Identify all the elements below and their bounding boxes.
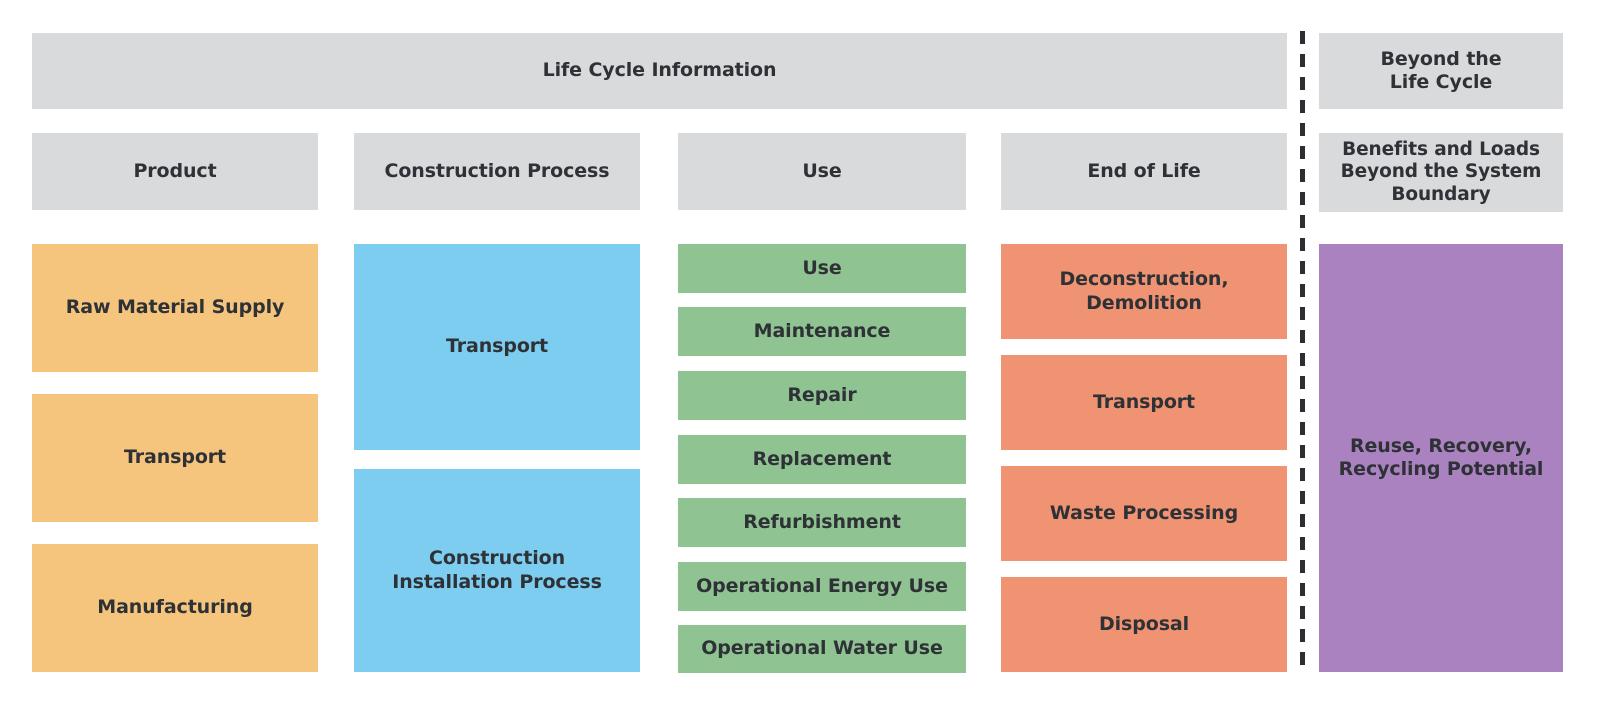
header-life-cycle-information: Life Cycle Information: [32, 33, 1287, 109]
stage-construction-transport: Transport: [354, 244, 640, 450]
stage-deconstruction-demolition: Deconstruction, Demolition: [1001, 244, 1287, 339]
stage-repair: Repair: [678, 371, 966, 420]
stage-raw-material-supply: Raw Material Supply: [32, 244, 318, 372]
stage-operational-energy-use: Operational Energy Use: [678, 562, 966, 611]
stage-waste-processing: Waste Processing: [1001, 466, 1287, 561]
stage-operational-water-use: Operational Water Use: [678, 625, 966, 673]
column-header-end-of-life: End of Life: [1001, 133, 1287, 210]
stage-disposal: Disposal: [1001, 577, 1287, 672]
stage-replacement: Replacement: [678, 435, 966, 484]
stage-maintenance: Maintenance: [678, 307, 966, 356]
stage-refurbishment: Refurbishment: [678, 498, 966, 547]
column-header-use: Use: [678, 133, 966, 210]
column-header-benefits-and-loads: Benefits and Loads Beyond the System Bou…: [1319, 133, 1563, 212]
column-header-construction-process: Construction Process: [354, 133, 640, 210]
stage-eol-transport: Transport: [1001, 355, 1287, 450]
stage-reuse-recovery-recycling-potential: Reuse, Recovery, Recycling Potential: [1319, 244, 1563, 672]
stage-manufacturing: Manufacturing: [32, 544, 318, 672]
header-beyond-the-life-cycle: Beyond the Life Cycle: [1319, 33, 1563, 109]
column-header-product: Product: [32, 133, 318, 210]
stage-product-transport: Transport: [32, 394, 318, 522]
stage-construction-installation-process: Construction Installation Process: [354, 469, 640, 672]
stage-use: Use: [678, 244, 966, 293]
system-boundary-divider: [1300, 31, 1305, 671]
